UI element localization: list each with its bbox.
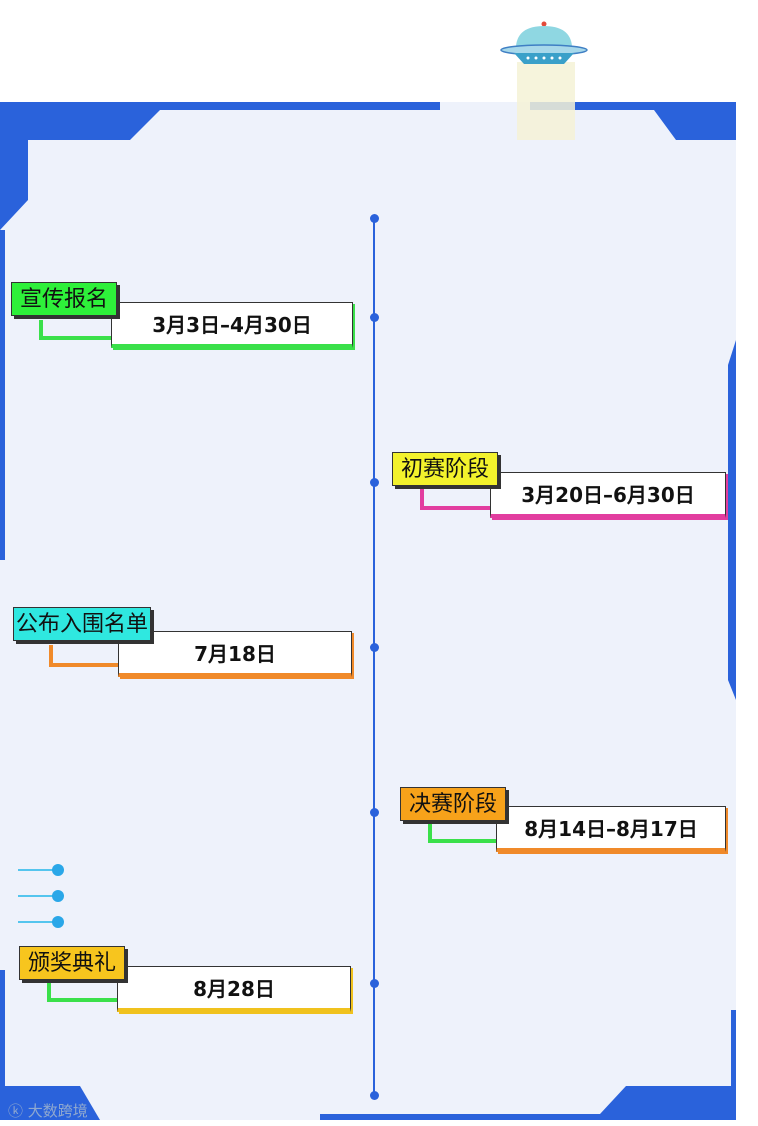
ufo-icon	[501, 22, 587, 141]
event-label: 宣传报名	[11, 282, 117, 316]
event-publicity-registration: 宣传报名 3月3日–4月30日	[11, 282, 356, 352]
decorative-dot	[52, 890, 64, 902]
event-label: 决赛阶段	[400, 787, 506, 821]
event-date: 3月3日–4月30日	[111, 302, 353, 348]
event-bracket	[47, 982, 127, 1002]
timeline-dot	[370, 214, 379, 223]
frame-edge-left-lower	[0, 970, 5, 1090]
timeline-dot	[370, 1091, 379, 1100]
decorative-dot	[52, 864, 64, 876]
event-preliminary-round: 初赛阶段 3月20日–6月30日	[392, 452, 732, 522]
timeline-dot	[370, 313, 379, 322]
timeline-dot	[370, 478, 379, 487]
event-date: 8月14日–8月17日	[496, 806, 726, 852]
decorative-dot	[52, 916, 64, 928]
event-bracket	[420, 488, 500, 510]
event-date: 3月20日–6月30日	[490, 472, 726, 518]
event-award-ceremony: 颁奖典礼 8月28日	[19, 946, 355, 1016]
event-final-round: 决赛阶段 8月14日–8月17日	[400, 787, 730, 857]
event-label: 颁奖典礼	[19, 946, 125, 980]
event-bracket	[49, 645, 129, 667]
frame-corner-top-left	[0, 102, 440, 230]
frame-edge-right-lower	[731, 1010, 736, 1090]
event-label: 初赛阶段	[392, 452, 498, 486]
frame-edge-left	[0, 230, 5, 560]
event-date: 8月28日	[117, 966, 351, 1012]
watermark-text: 大数跨境	[28, 1102, 88, 1120]
timeline-dot	[370, 979, 379, 988]
event-finalist-announcement: 公布入围名单 7月18日	[13, 607, 355, 679]
event-label: 公布入围名单	[13, 607, 151, 641]
frame-corner-bottom-right	[320, 1086, 736, 1120]
event-bracket	[39, 320, 119, 340]
timeline-dot	[370, 808, 379, 817]
watermark-logo-icon: ⓚ	[8, 1102, 28, 1120]
timeline-dot	[370, 643, 379, 652]
event-date: 7月18日	[118, 631, 352, 677]
watermark: ⓚ 大数跨境	[8, 1100, 88, 1121]
